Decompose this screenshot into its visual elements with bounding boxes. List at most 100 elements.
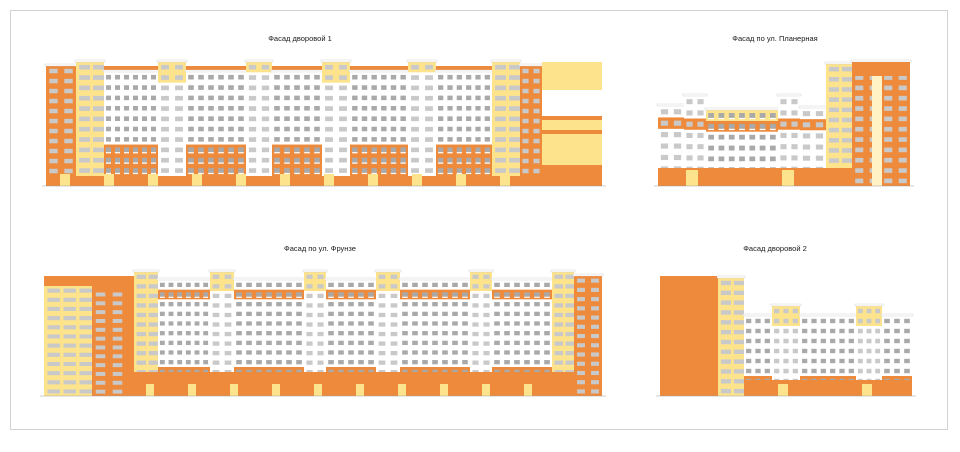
window xyxy=(774,368,780,374)
window xyxy=(132,85,139,90)
balcony-rail xyxy=(294,79,300,81)
balcony-rail xyxy=(123,131,130,133)
balcony-rail xyxy=(246,345,252,347)
window xyxy=(412,292,418,297)
window xyxy=(875,328,881,334)
window xyxy=(708,123,715,129)
window xyxy=(276,340,282,346)
facade-title-planernaya: Фасад по ул. Планерная xyxy=(732,34,818,43)
balcony-rail xyxy=(266,306,272,308)
window xyxy=(494,350,500,355)
window xyxy=(875,308,881,314)
balcony-rail xyxy=(132,110,139,112)
window xyxy=(150,85,157,90)
window xyxy=(783,318,789,324)
balcony-rail xyxy=(452,306,458,308)
balcony-rail xyxy=(739,128,745,131)
balcony-rail xyxy=(544,345,550,347)
window xyxy=(475,126,481,132)
balcony-rail xyxy=(884,323,890,325)
window xyxy=(188,116,194,122)
window xyxy=(390,312,398,318)
window xyxy=(577,380,585,385)
window xyxy=(554,274,563,279)
balcony-rail xyxy=(484,89,490,92)
balcony-rail xyxy=(361,131,368,133)
window xyxy=(325,168,333,173)
balcony-rail xyxy=(544,287,550,289)
balcony-rail xyxy=(544,354,550,356)
balcony-rail xyxy=(802,353,808,355)
window xyxy=(544,360,550,365)
window xyxy=(381,157,387,163)
window xyxy=(422,360,428,365)
window xyxy=(352,157,358,163)
window xyxy=(112,318,123,323)
window xyxy=(218,126,224,132)
balcony-rail xyxy=(514,335,520,337)
balcony-rail xyxy=(105,100,112,102)
balcony-rail xyxy=(894,353,900,355)
window xyxy=(565,303,574,308)
balcony-rail xyxy=(438,100,444,102)
balcony-rail xyxy=(708,161,715,163)
window xyxy=(286,350,292,355)
balcony-rail xyxy=(544,306,550,308)
window xyxy=(218,147,224,153)
window xyxy=(411,95,419,101)
window xyxy=(141,147,148,153)
balcony-rail xyxy=(256,354,262,356)
balcony-rail xyxy=(296,335,302,337)
window xyxy=(208,147,214,153)
window xyxy=(402,369,408,375)
balcony-rail xyxy=(208,162,214,164)
window xyxy=(261,116,270,122)
window xyxy=(820,358,826,364)
window xyxy=(203,360,209,365)
window xyxy=(224,293,232,299)
balcony-rail xyxy=(256,296,262,298)
balcony-rail xyxy=(447,79,453,81)
window xyxy=(212,274,220,279)
balcony-rail xyxy=(371,100,377,102)
balcony-rail xyxy=(718,117,725,120)
window xyxy=(828,107,839,113)
window xyxy=(780,99,787,105)
balcony-rail xyxy=(390,162,397,164)
balcony-rail xyxy=(188,79,194,81)
window xyxy=(402,282,408,288)
window xyxy=(123,147,130,153)
balcony-rail xyxy=(769,117,776,120)
window xyxy=(452,340,458,346)
window xyxy=(720,310,731,315)
balcony-rail xyxy=(504,296,510,298)
balcony-rail xyxy=(456,141,462,143)
window xyxy=(495,157,506,163)
window xyxy=(514,369,520,375)
balcony-rail xyxy=(328,364,334,366)
window xyxy=(47,371,60,376)
window xyxy=(855,95,864,101)
window xyxy=(554,360,563,365)
balcony-rail xyxy=(294,110,300,112)
parapet xyxy=(572,273,604,277)
parapet xyxy=(854,303,884,307)
window xyxy=(159,331,165,336)
window xyxy=(248,64,257,70)
balcony-rail xyxy=(368,287,374,289)
window xyxy=(425,116,433,122)
window xyxy=(238,147,244,153)
window xyxy=(708,145,715,151)
balcony-rail xyxy=(462,364,468,366)
balcony-rail xyxy=(123,110,130,112)
entrance xyxy=(60,174,70,186)
window xyxy=(328,282,334,288)
window xyxy=(898,178,907,184)
window xyxy=(857,328,863,334)
window xyxy=(565,331,574,337)
balcony-rail xyxy=(328,306,334,308)
balcony-rail xyxy=(150,162,157,164)
window xyxy=(63,316,76,321)
window xyxy=(294,85,300,90)
balcony-rail xyxy=(159,354,165,356)
